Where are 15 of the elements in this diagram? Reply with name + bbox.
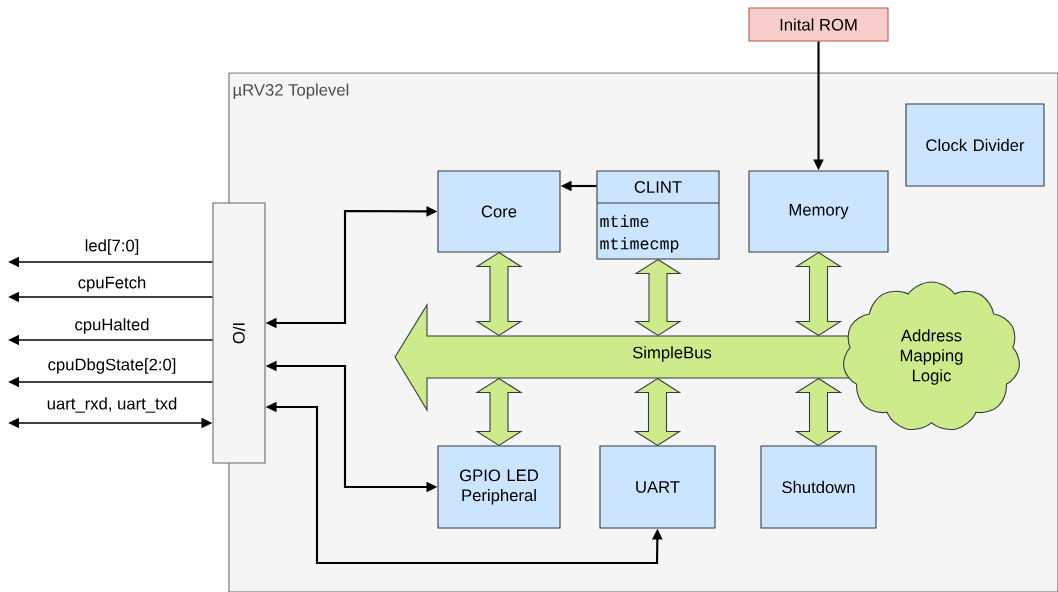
module-box: Memory — [748, 170, 889, 253]
signal-label: cpuDbgState[2:0] — [46, 356, 178, 376]
signal-label: cpuFetch — [76, 274, 148, 294]
module-box: UART — [599, 445, 716, 529]
signal-label: cpuHalted — [73, 316, 151, 336]
module-box: Shutdown — [760, 445, 877, 529]
clint-box: CLINT mtime mtimecmp — [596, 170, 720, 260]
mapping-cloud: Address Mapping Logic — [843, 281, 1020, 431]
rom-box: Inital ROM — [748, 7, 889, 42]
module-box: Clock Divider — [905, 103, 1045, 187]
signal-label: uart_rxd, uart_txd — [45, 395, 179, 414]
module-box: Core — [437, 170, 561, 253]
signal-label: led[7:0] — [83, 237, 141, 257]
module-box: GPIO LED Peripheral — [437, 445, 561, 529]
io-bar: I/O — [212, 202, 266, 464]
